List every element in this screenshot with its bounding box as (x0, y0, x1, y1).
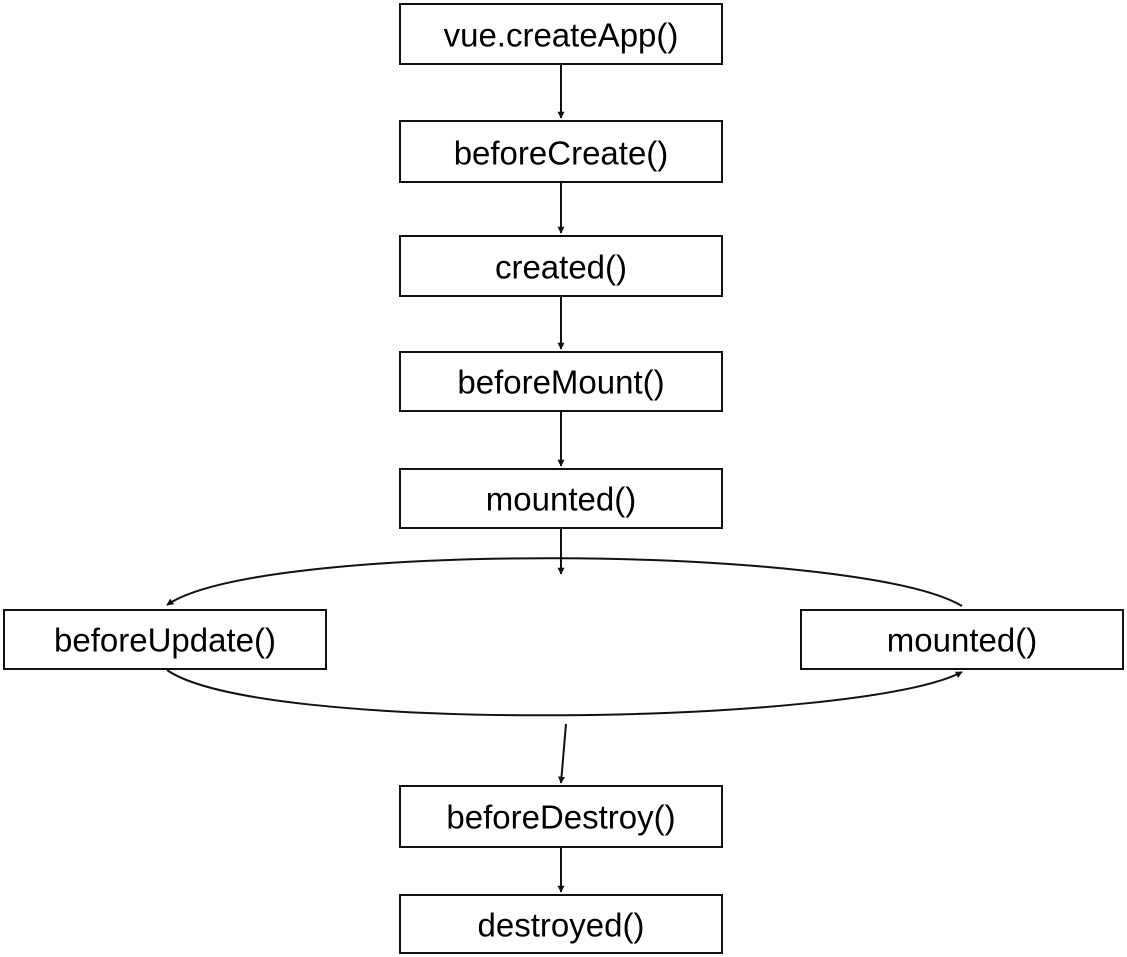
node-box (399, 894, 723, 954)
node-box (399, 351, 723, 412)
node-updated: mounted() (800, 609, 1124, 670)
node-mounted: mounted() (399, 468, 723, 529)
node-label: beforeMount() (457, 364, 664, 401)
node-box (399, 468, 723, 529)
node-label: vue.createApp() (444, 17, 679, 54)
node-box (800, 609, 1124, 670)
node-label: mounted() (887, 622, 1037, 659)
edges (166, 64, 963, 893)
node-box (399, 785, 723, 848)
node-label: destroyed() (478, 907, 645, 944)
node-label: beforeDestroy() (446, 799, 675, 836)
node-before-mount: beforeMount() (399, 351, 723, 412)
node-label: created() (495, 249, 627, 286)
edge-loop-to-before-destroy (558, 723, 567, 784)
node-label: beforeUpdate() (54, 622, 276, 659)
node-before-destroy: beforeDestroy() (399, 785, 723, 848)
node-box (399, 235, 723, 297)
node-created: created() (399, 235, 723, 297)
node-label: mounted() (486, 481, 636, 518)
node-box (399, 120, 723, 183)
edge-before-update-to-updated (166, 669, 963, 717)
node-before-update: beforeUpdate() (3, 609, 327, 670)
node-box (399, 3, 723, 65)
node-destroyed: destroyed() (399, 894, 723, 954)
node-create-app: vue.createApp() (399, 3, 723, 65)
node-label: beforeCreate() (454, 135, 669, 172)
node-box (3, 609, 327, 670)
node-before-create: beforeCreate() (399, 120, 723, 183)
edge-loop-top-to-before-update (166, 557, 963, 607)
